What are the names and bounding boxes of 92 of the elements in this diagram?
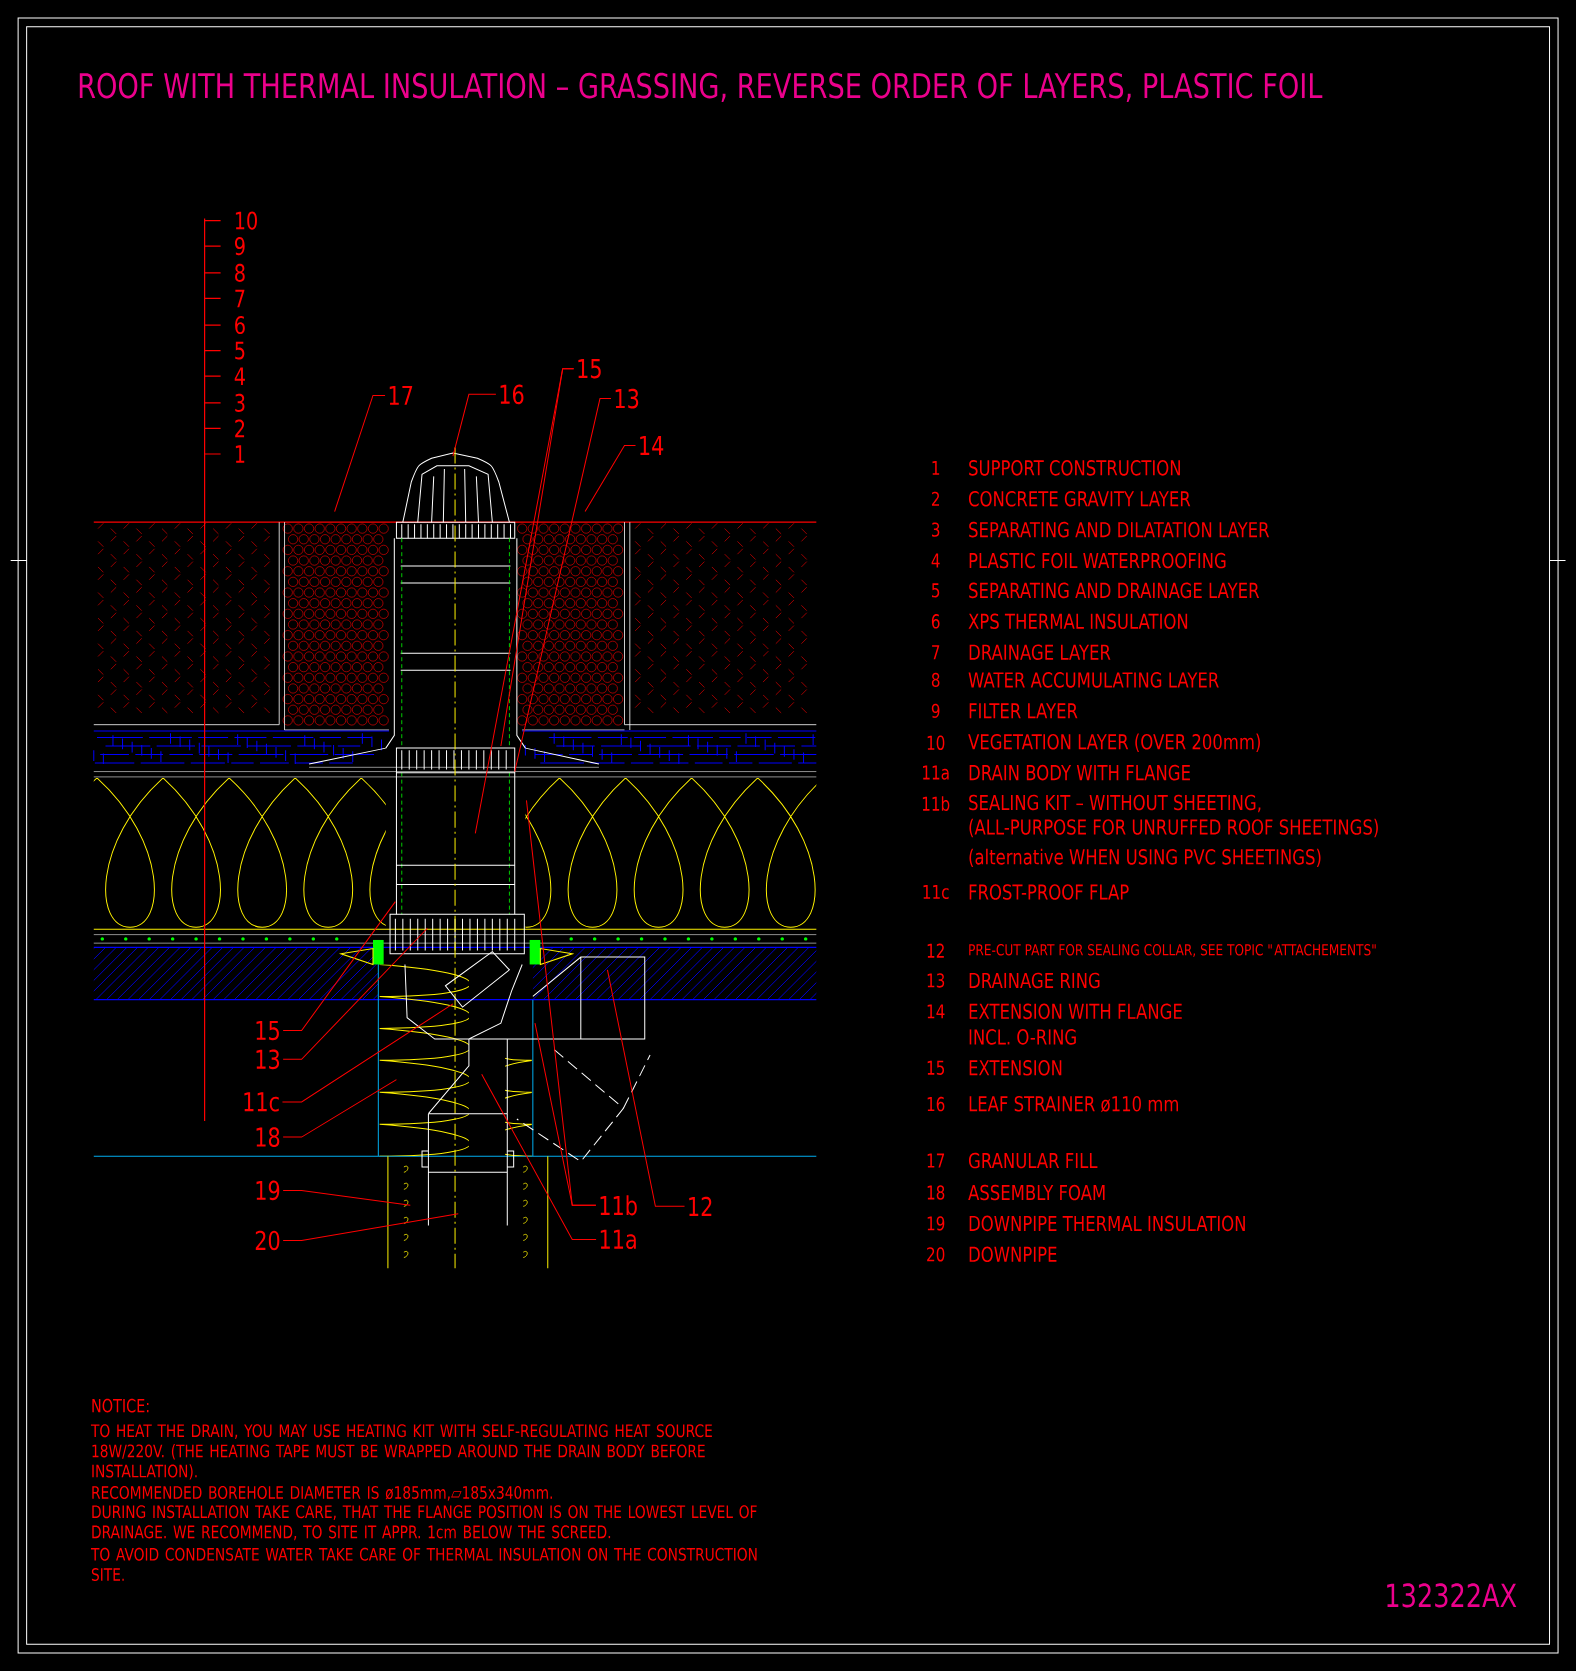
key-text: FROST-PROOF FLAP (969, 884, 1129, 900)
callout-number: 12 (689, 1196, 712, 1217)
key-text: FILTER LAYER (969, 703, 1078, 719)
key-text: GRANULAR FILL (968, 1152, 1098, 1169)
key-number: 8 (931, 672, 940, 688)
leader-line (606, 969, 685, 1207)
key-text: PLASTIC FOIL WATERPROOFING (969, 552, 1226, 569)
callout-number: 13 (615, 388, 639, 409)
key-text: EXTENSION (969, 1060, 1062, 1076)
key-number: 10 (927, 735, 945, 750)
scale-number: 8 (235, 263, 245, 282)
leader-line (282, 1079, 397, 1138)
callout-number: 14 (640, 436, 664, 455)
callout-number: 11c (244, 1092, 279, 1112)
notice-text: TO AVOID CONDENSATE WATER TAKE CARE OF THERMAL INSULATION ON THE CONSTRUCTION SITE. (90, 1547, 757, 1581)
scale-number: 3 (235, 393, 245, 412)
callout-number: 11a (600, 1229, 636, 1250)
key-number: 15 (927, 1060, 944, 1075)
scale-number: 9 (234, 237, 245, 256)
notice-text: RECOMMENDED BOREHOLE DIAMETER IS ø185mm,▱185x340mm. (92, 1486, 552, 1501)
leader-line (452, 393, 497, 457)
key-text: DOWNPIPE (969, 1246, 1057, 1263)
leader-line (282, 927, 428, 1060)
key-text: DOWNPIPE THERMAL INSULATION (969, 1215, 1245, 1232)
key-text: ASSEMBLY FOAM (968, 1184, 1105, 1201)
callout-number: 19 (256, 1180, 280, 1201)
key-number: 18 (927, 1185, 945, 1200)
title: ROOF WITH THERMAL INSULATION – GRASSING, REVERSE ORDER OF LAYERS, PLASTIC FOIL (79, 72, 1323, 102)
key-text: XPS THERMAL INSULATION (968, 613, 1188, 630)
key-number: 11b (922, 796, 950, 811)
key-text: DRAINAGE RING (969, 972, 1100, 989)
notice-text: DURING INSTALLATION TAKE CARE, THAT THE FLANGE POSITION IS ON THE LOWEST LEVEL OF DRAINAGE. WE RECOMMEND, TO SITE IT APPR. 1cm BELOW THE SCREED. (92, 1505, 757, 1541)
key-number: 19 (927, 1216, 945, 1231)
callout-number: 11b (600, 1195, 637, 1216)
scale-number: 4 (234, 367, 245, 385)
key-number: 7 (932, 645, 940, 660)
scale-number: 6 (235, 315, 245, 335)
leader-line (282, 901, 396, 1032)
callout-number: 16 (500, 384, 524, 405)
key-text: LEAF STRAINER ø110 mm (969, 1095, 1178, 1113)
leader-line (481, 1073, 597, 1240)
callout-number: 15 (256, 1020, 279, 1041)
key-number: 3 (931, 522, 940, 537)
leader-line (282, 1213, 459, 1241)
key-text: SEPARATING AND DILATATION LAYER (969, 521, 1269, 538)
callout-number: 17 (389, 385, 413, 405)
scale-number: 5 (235, 341, 245, 360)
key-text: CONCRETE GRAVITY LAYER (968, 490, 1191, 507)
key-text: EXTENSION WITH FLANGE (969, 1003, 1182, 1020)
key-text: SUPPORT CONSTRUCTION (969, 460, 1180, 476)
key-text: SEALING KIT – WITHOUT SHEETING, (969, 794, 1261, 813)
key-text: (alternative WHEN USING PVC SHEETINGS) (969, 848, 1321, 868)
leader-line (514, 398, 612, 773)
leader-line (334, 394, 386, 513)
leader-line (534, 1022, 597, 1206)
leader-line (474, 368, 575, 834)
key-text: (ALL-PURPOSE FOR UNRUFFED ROOF SHEETINGS) (969, 818, 1378, 838)
key-number: 9 (931, 703, 940, 718)
scale-number: 10 (235, 211, 257, 230)
key-number: 13 (927, 973, 945, 988)
callout-number: 13 (256, 1049, 279, 1070)
key-number: 1 (932, 460, 940, 475)
callout-number: 15 (578, 359, 601, 379)
scale-number: 1 (235, 445, 245, 463)
key-number: 2 (931, 491, 939, 506)
key-text: DRAINAGE LAYER (969, 644, 1111, 660)
key-number: 11c (923, 884, 949, 900)
leader-line (282, 1189, 411, 1206)
scale-number: 2 (235, 419, 244, 438)
notice-heading: NOTICE: (92, 1398, 149, 1413)
key-number: 4 (931, 553, 940, 568)
notice-text: TO HEAT THE DRAIN, YOU MAY USE HEATING KIT WITH SELF-REGULATING HEAT SOURCE 18W/220V. (THE HEATING TAPE MUST BE WRAPPED AROUND THE DRAIN BODY BEFORE INSTALLATION). (90, 1424, 712, 1480)
key-number: 11a (922, 765, 949, 780)
scale-number: 7 (235, 289, 245, 308)
key-number: 20 (927, 1247, 945, 1262)
callout-number: 20 (255, 1230, 280, 1251)
key-number: 12 (927, 943, 944, 958)
key-text: WATER ACCUMULATING LAYER (968, 672, 1219, 688)
key-number: 14 (927, 1004, 945, 1019)
key-number: 17 (927, 1153, 944, 1168)
key-text: SEPARATING AND DRAINAGE LAYER (969, 582, 1259, 599)
key-text: VEGETATION LAYER (OVER 200mm) (968, 733, 1260, 752)
key-text: DRAIN BODY WITH FLANGE (969, 764, 1190, 781)
key-text: PRE-CUT PART FOR SEALING COLLAR, SEE TOPIC "ATTACHEMENTS" (969, 944, 1376, 958)
key-text: INCL. O-RING (969, 1029, 1076, 1045)
leader-line (584, 444, 636, 513)
callout-number: 18 (256, 1127, 280, 1147)
key-number: 6 (931, 614, 940, 629)
drawing-number: 132322AX (1387, 1583, 1517, 1608)
key-number: 5 (931, 583, 940, 598)
leader-line (281, 1003, 454, 1103)
key-number: 16 (927, 1096, 945, 1112)
